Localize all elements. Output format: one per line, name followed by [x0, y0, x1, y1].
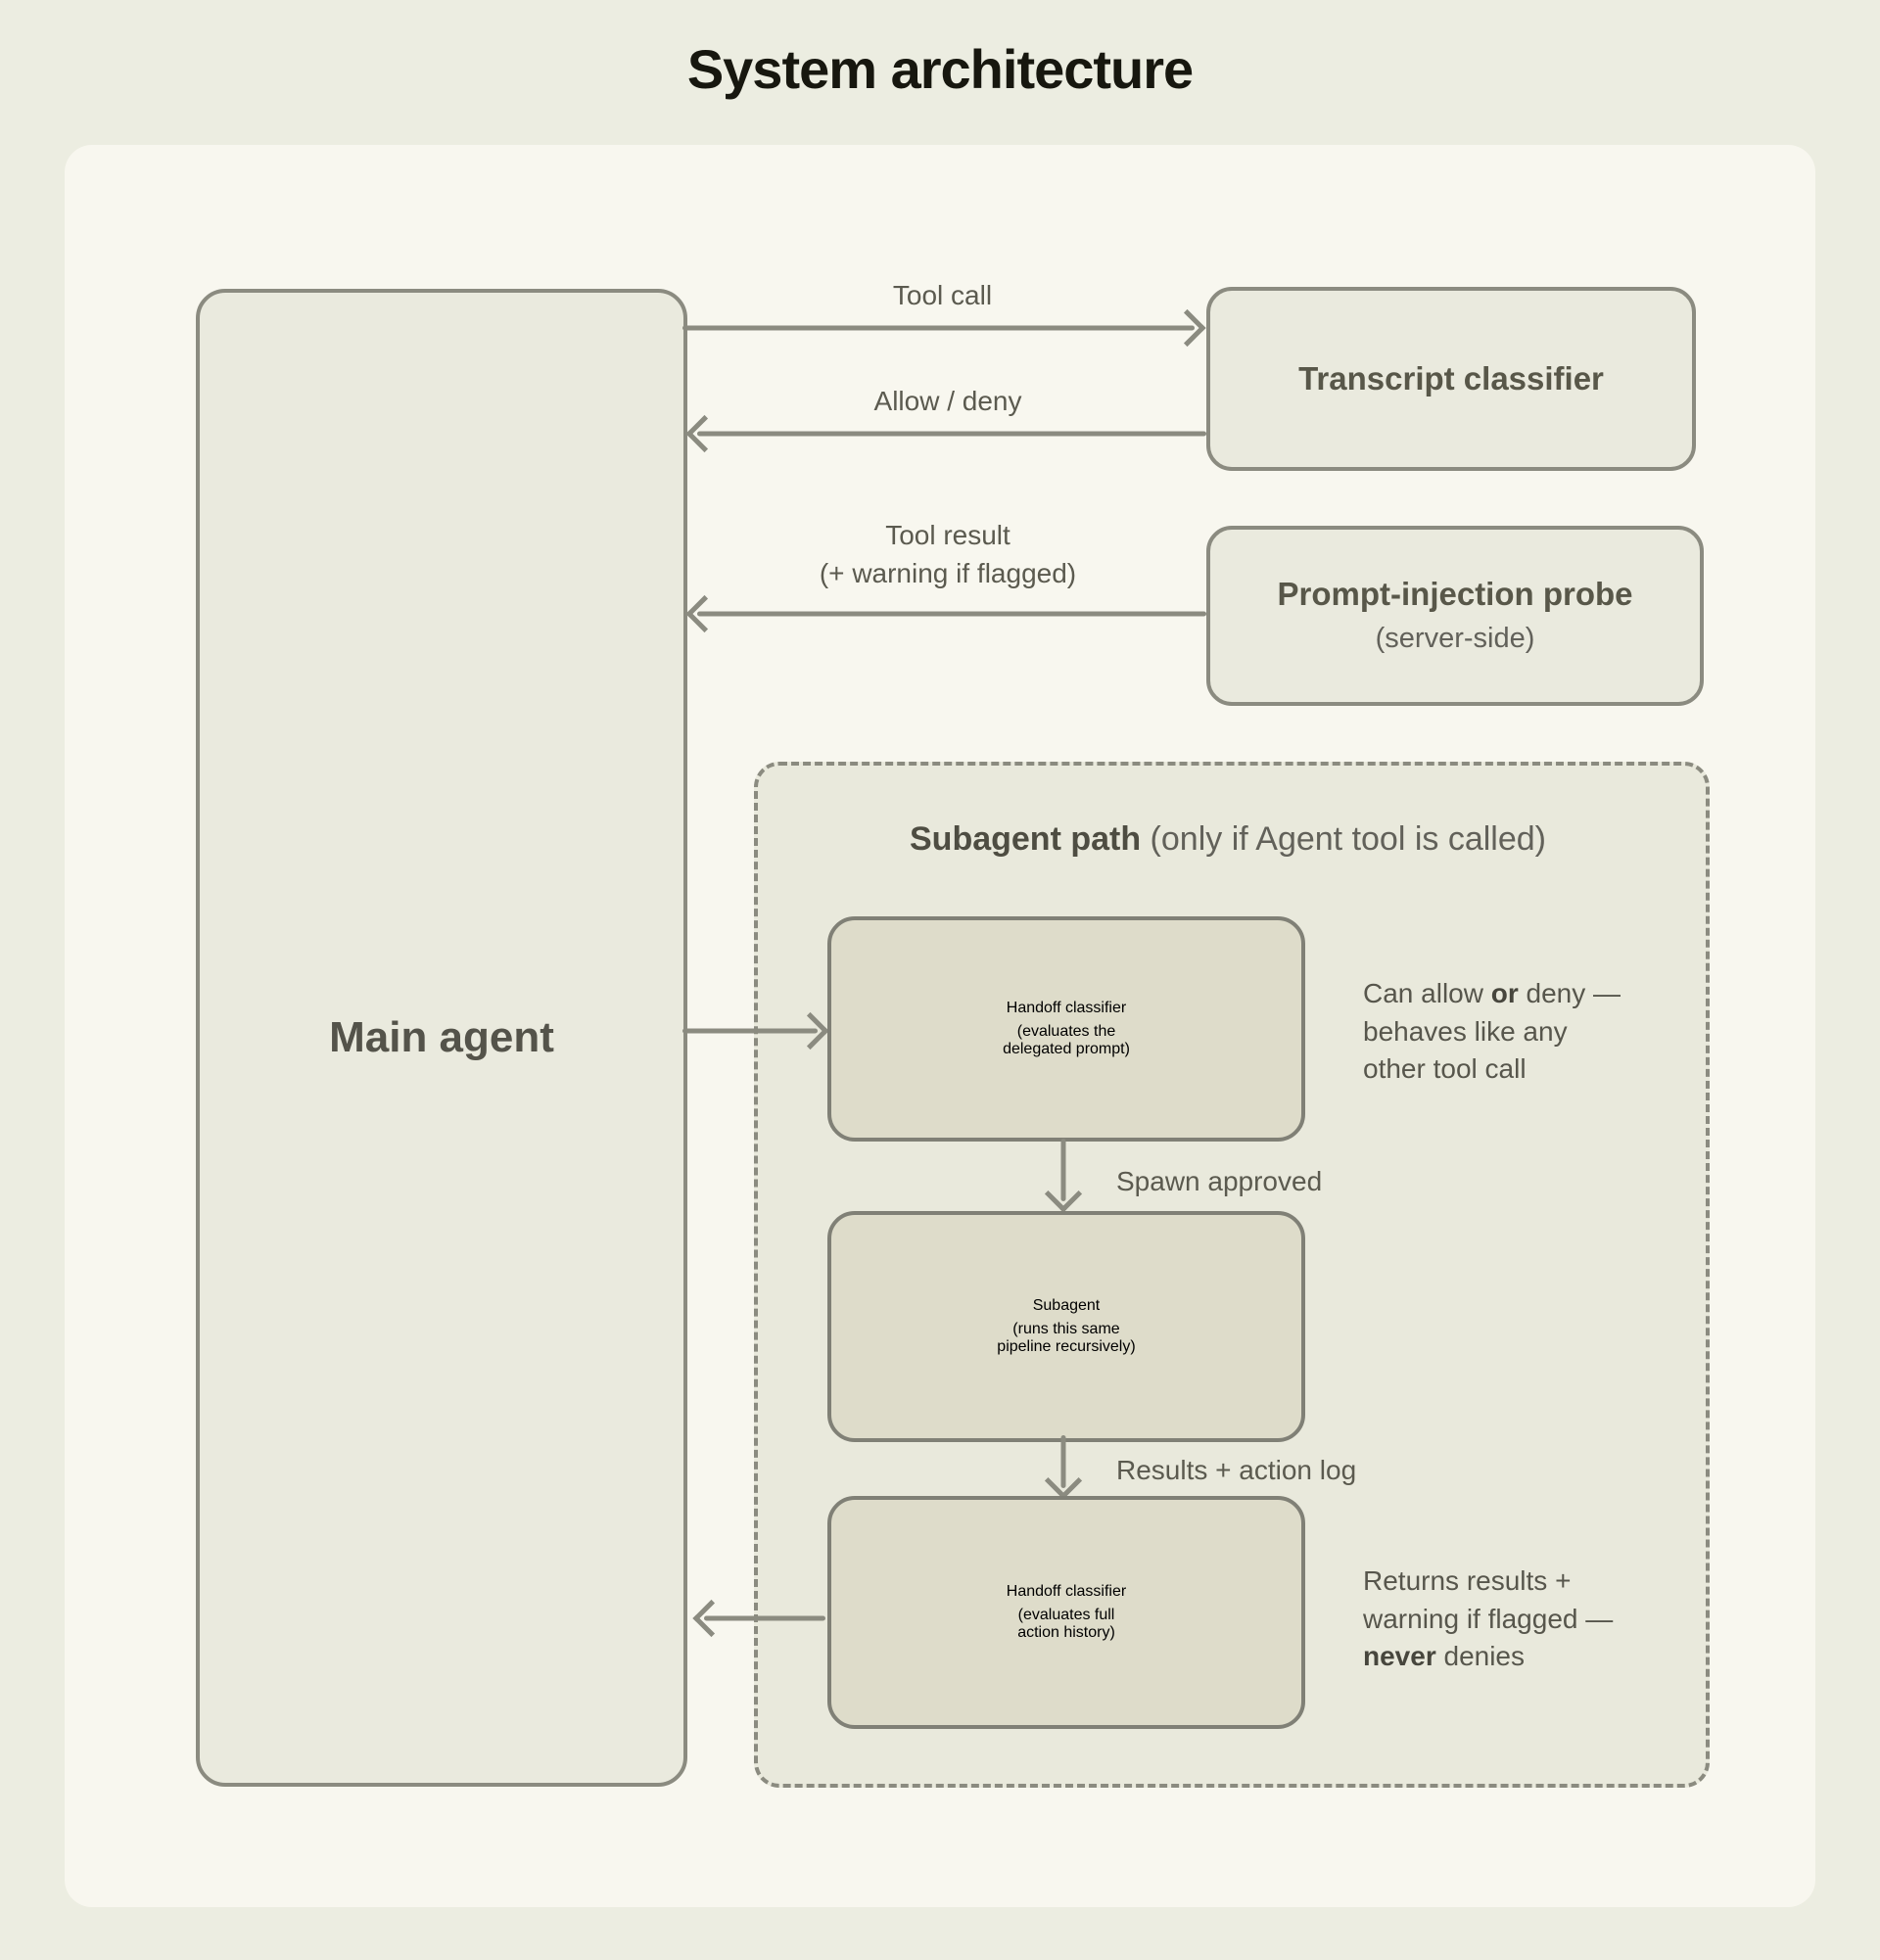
- arrowhead-left-icon: [692, 1599, 730, 1638]
- arrow-allow-deny: [685, 414, 1206, 453]
- handoff-bottom-subtitle-line2: action history): [1017, 1624, 1115, 1641]
- arrow-line: [1060, 1435, 1066, 1488]
- arrow-line: [682, 1028, 818, 1034]
- annotation-top-line3: other tool call: [1363, 1053, 1527, 1085]
- arrow-line: [697, 611, 1206, 617]
- transcript-classifier-label: Transcript classifier: [1298, 359, 1604, 397]
- arrow-line: [682, 325, 1195, 331]
- arrow-line: [704, 1615, 825, 1621]
- subagent-path-header: Subagent path (only if Agent tool is cal…: [754, 820, 1702, 859]
- handoff-classifier-top-box: Handoff classifier (evaluates the delega…: [827, 916, 1305, 1142]
- subagent-box: Subagent (runs this same pipeline recurs…: [827, 1211, 1305, 1442]
- arrowhead-right-icon: [791, 1011, 829, 1050]
- arrow-tool-call: [682, 308, 1206, 348]
- arrowhead-right-icon: [1168, 308, 1206, 348]
- annotation-top-l1b: or: [1490, 978, 1519, 1008]
- annotation-bottom-line2: warning if flagged —: [1363, 1603, 1614, 1634]
- annotation-top-line2: behaves like any: [1363, 1015, 1568, 1047]
- annotation-never-denies: Returns results + warning if flagged — n…: [1363, 1563, 1686, 1676]
- arrow-line: [1060, 1139, 1066, 1201]
- handoff-classifier-bottom-box: Handoff classifier (evaluates full actio…: [827, 1496, 1305, 1729]
- handoff-bottom-subtitle-line1: (evaluates full: [1017, 1607, 1115, 1623]
- arrow-return-to-main: [692, 1599, 825, 1638]
- tool-call-label: Tool call: [892, 280, 993, 310]
- arrow-main-to-handoff: [682, 1011, 829, 1050]
- prompt-injection-probe-box: Prompt-injection probe (server-side): [1206, 526, 1704, 706]
- subagent-subtitle: (runs this same pipeline recursively): [997, 1321, 1135, 1356]
- subagent-title: Subagent: [1032, 1297, 1101, 1314]
- results-action-log-label: Results + action log: [1116, 1455, 1357, 1485]
- annotation-bottom-line1: Returns results +: [1363, 1565, 1572, 1596]
- annotation-top-line1: Can allow or deny —: [1363, 975, 1676, 1013]
- page-title: System architecture: [686, 38, 1194, 100]
- handoff-top-subtitle: (evaluates the delegated prompt): [1003, 1023, 1130, 1058]
- tool-result-label: Tool result (+ warning if flagged): [689, 516, 1206, 592]
- tool-result-line1: Tool result: [885, 520, 1010, 550]
- handoff-top-subtitle-line2: delegated prompt): [1003, 1041, 1130, 1057]
- spawn-approved-label: Spawn approved: [1116, 1166, 1323, 1196]
- subagent-path-header-rest: (only if Agent tool is called): [1141, 820, 1546, 858]
- annotation-top-l1a: Can allow: [1363, 978, 1491, 1008]
- subagent-subtitle-line2: pipeline recursively): [997, 1338, 1136, 1355]
- arrowhead-left-icon: [685, 594, 724, 633]
- probe-title: Prompt-injection probe: [1277, 575, 1633, 612]
- arrow-tool-result: [685, 594, 1206, 633]
- annotation-bottom-line3: never denies: [1363, 1638, 1686, 1676]
- annotation-top-l1c: deny —: [1518, 978, 1622, 1008]
- annotation-bottom-l3b: denies: [1435, 1641, 1526, 1672]
- arrow-results: [1044, 1435, 1083, 1500]
- annotation-allow-or-deny: Can allow or deny — behaves like any oth…: [1363, 975, 1676, 1089]
- handoff-bottom-subtitle: (evaluates full action history): [1017, 1607, 1115, 1642]
- arrow-spawn: [1044, 1139, 1083, 1213]
- arrow-line: [697, 431, 1206, 437]
- arrowhead-left-icon: [685, 414, 724, 453]
- arrowhead-down-icon: [1044, 1462, 1083, 1500]
- probe-subtitle: (server-side): [1375, 623, 1535, 655]
- handoff-bottom-title: Handoff classifier: [1006, 1583, 1127, 1600]
- allow-deny-label: Allow / deny: [873, 386, 1022, 416]
- subagent-path-header-bold: Subagent path: [910, 820, 1142, 858]
- main-agent-label: Main agent: [329, 1013, 554, 1062]
- transcript-classifier-box: Transcript classifier: [1206, 287, 1696, 471]
- arrowhead-down-icon: [1044, 1175, 1083, 1213]
- main-agent-box: Main agent: [196, 289, 687, 1787]
- annotation-bottom-l3a: never: [1363, 1641, 1436, 1672]
- subagent-subtitle-line1: (runs this same: [1012, 1321, 1120, 1337]
- tool-result-line2: (+ warning if flagged): [819, 558, 1077, 589]
- handoff-top-title: Handoff classifier: [1006, 1000, 1127, 1016]
- handoff-top-subtitle-line1: (evaluates the: [1016, 1023, 1116, 1040]
